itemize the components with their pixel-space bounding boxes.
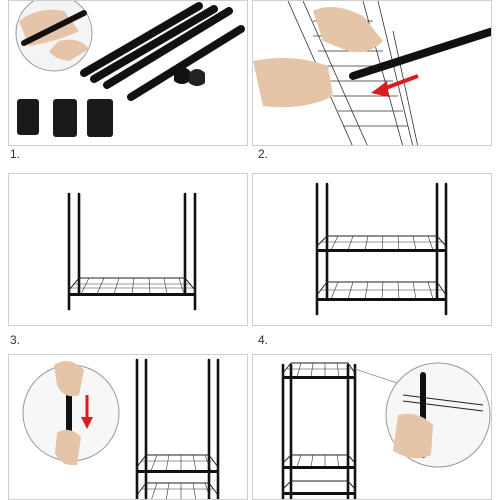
wire-shelf-bottom (316, 281, 447, 301)
long-pole (349, 27, 491, 80)
red-arrow-icon (371, 74, 419, 97)
wire-shelf-bottom (68, 277, 196, 296)
small-clips (174, 67, 205, 86)
wire-shelf-bottom (136, 482, 219, 499)
extend-poles-illustration (22, 358, 220, 499)
panel-step-5 (8, 354, 248, 500)
plastic-sleeves (17, 99, 113, 137)
wire-shelf-top (282, 362, 356, 379)
panel-step-4 (252, 173, 492, 326)
callout-line (354, 368, 404, 386)
frame-one-shelf-illustration (67, 192, 197, 311)
hand-right (313, 7, 383, 53)
hand-detail (393, 413, 433, 459)
pole-assembly-illustration (253, 1, 491, 145)
panel-step-1 (8, 0, 248, 146)
long-poles (80, 2, 245, 101)
red-down-arrow-icon (81, 395, 93, 429)
wire-shelf-middle (316, 235, 447, 252)
wire-shelf-middle (136, 454, 219, 473)
hand-left (253, 57, 333, 108)
hands-detail (54, 361, 84, 466)
step-number-2: 2. (258, 147, 269, 161)
panel-step-2 (252, 0, 492, 146)
panel-step-3 (8, 173, 248, 326)
hands-joining-poles-detail (19, 9, 89, 61)
frame-two-shelves-illustration (315, 182, 448, 316)
step-number-1: 1. (10, 147, 21, 161)
wire-shelf-bottom (282, 480, 356, 495)
panel-step-6 (252, 354, 492, 500)
step-number-4: 4. (258, 333, 269, 347)
top-shelf-illustration (281, 362, 491, 499)
wire-shelf-middle (282, 454, 356, 469)
poles-and-sleeves-illustration (15, 1, 245, 137)
step-number-3: 3. (10, 333, 21, 347)
